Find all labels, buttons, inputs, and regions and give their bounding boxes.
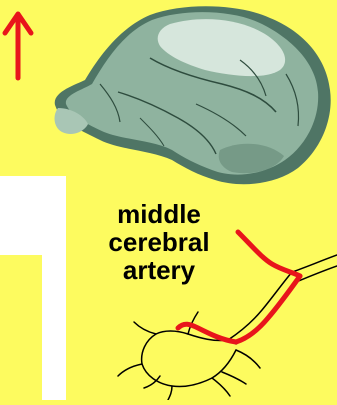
white-panel <box>0 176 66 400</box>
label-line-1: middle <box>74 200 244 228</box>
artery-label: middle cerebral artery <box>74 200 244 284</box>
label-line-2: cerebral <box>74 228 244 256</box>
label-line-3: artery <box>74 256 244 284</box>
up-arrow-icon <box>5 14 31 78</box>
brain-illustration <box>55 6 331 184</box>
